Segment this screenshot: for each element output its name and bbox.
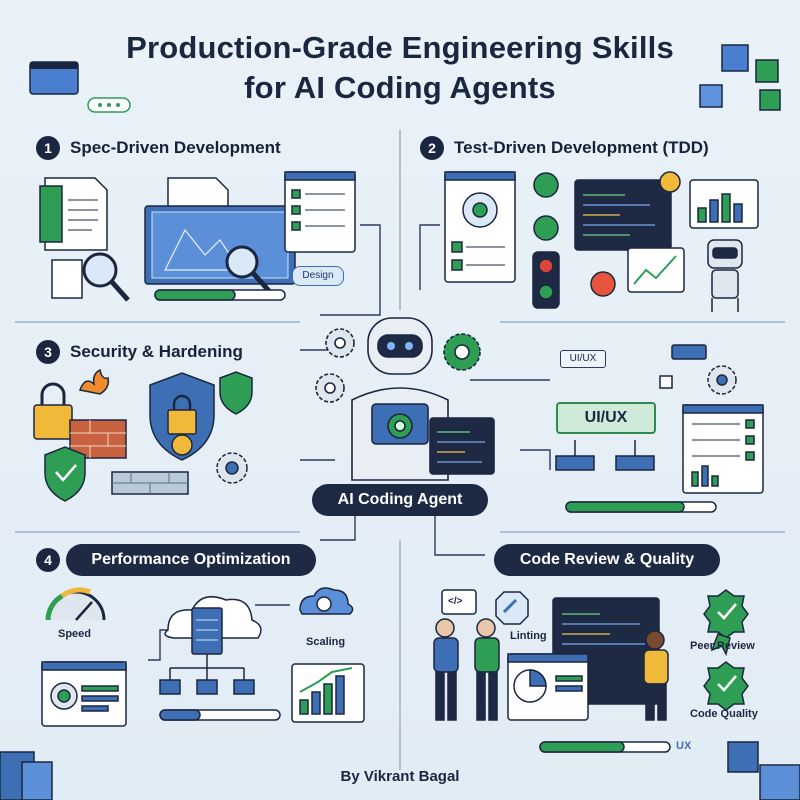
uiux-small-label: UI/UX xyxy=(560,350,606,368)
section-1-title: Spec-Driven Development xyxy=(70,138,281,157)
author-credit: By Vikrant Bagal xyxy=(340,768,460,785)
page-title-line1: Production-Grade Engineering Skills xyxy=(126,30,674,65)
code-review-illustration xyxy=(433,589,749,753)
peer-review-label: Peer Review xyxy=(690,640,755,652)
uiux-illustration xyxy=(555,344,764,513)
ux-label: UX xyxy=(676,740,692,752)
page-title-line2: for AI Coding Agents xyxy=(244,70,556,105)
scaling-label: Scaling xyxy=(306,636,346,648)
decor-top-left xyxy=(29,61,131,113)
speed-label: Speed xyxy=(58,628,92,640)
spec-illustration xyxy=(39,171,356,302)
section-3-number: 3 xyxy=(36,340,60,364)
section-2-title: Test-Driven Development (TDD) xyxy=(454,138,709,157)
security-illustration xyxy=(33,368,253,502)
section-4-title: Performance Optimization xyxy=(66,544,316,576)
uiux-big-label: UI/UX xyxy=(556,402,656,434)
decor-top-right xyxy=(699,44,781,111)
linting-label: Linting xyxy=(510,630,547,642)
performance-illustration xyxy=(41,587,365,727)
code-tag-label: </> xyxy=(448,596,463,607)
divider-lines xyxy=(15,130,785,770)
robot-illustration xyxy=(315,317,495,481)
design-tag: Design xyxy=(292,266,344,286)
ai-coding-agent-label: AI Coding Agent xyxy=(312,484,488,516)
decor-bottom xyxy=(0,741,800,800)
section-2-number: 2 xyxy=(420,136,444,160)
section-5-title: Code Review & Quality xyxy=(494,544,720,576)
section-1-number: 1 xyxy=(36,136,60,160)
code-quality-label: Code Quality xyxy=(690,708,758,720)
tdd-illustration xyxy=(444,171,759,312)
section-4-number: 4 xyxy=(36,548,60,572)
section-3-title: Security & Hardening xyxy=(70,342,243,361)
